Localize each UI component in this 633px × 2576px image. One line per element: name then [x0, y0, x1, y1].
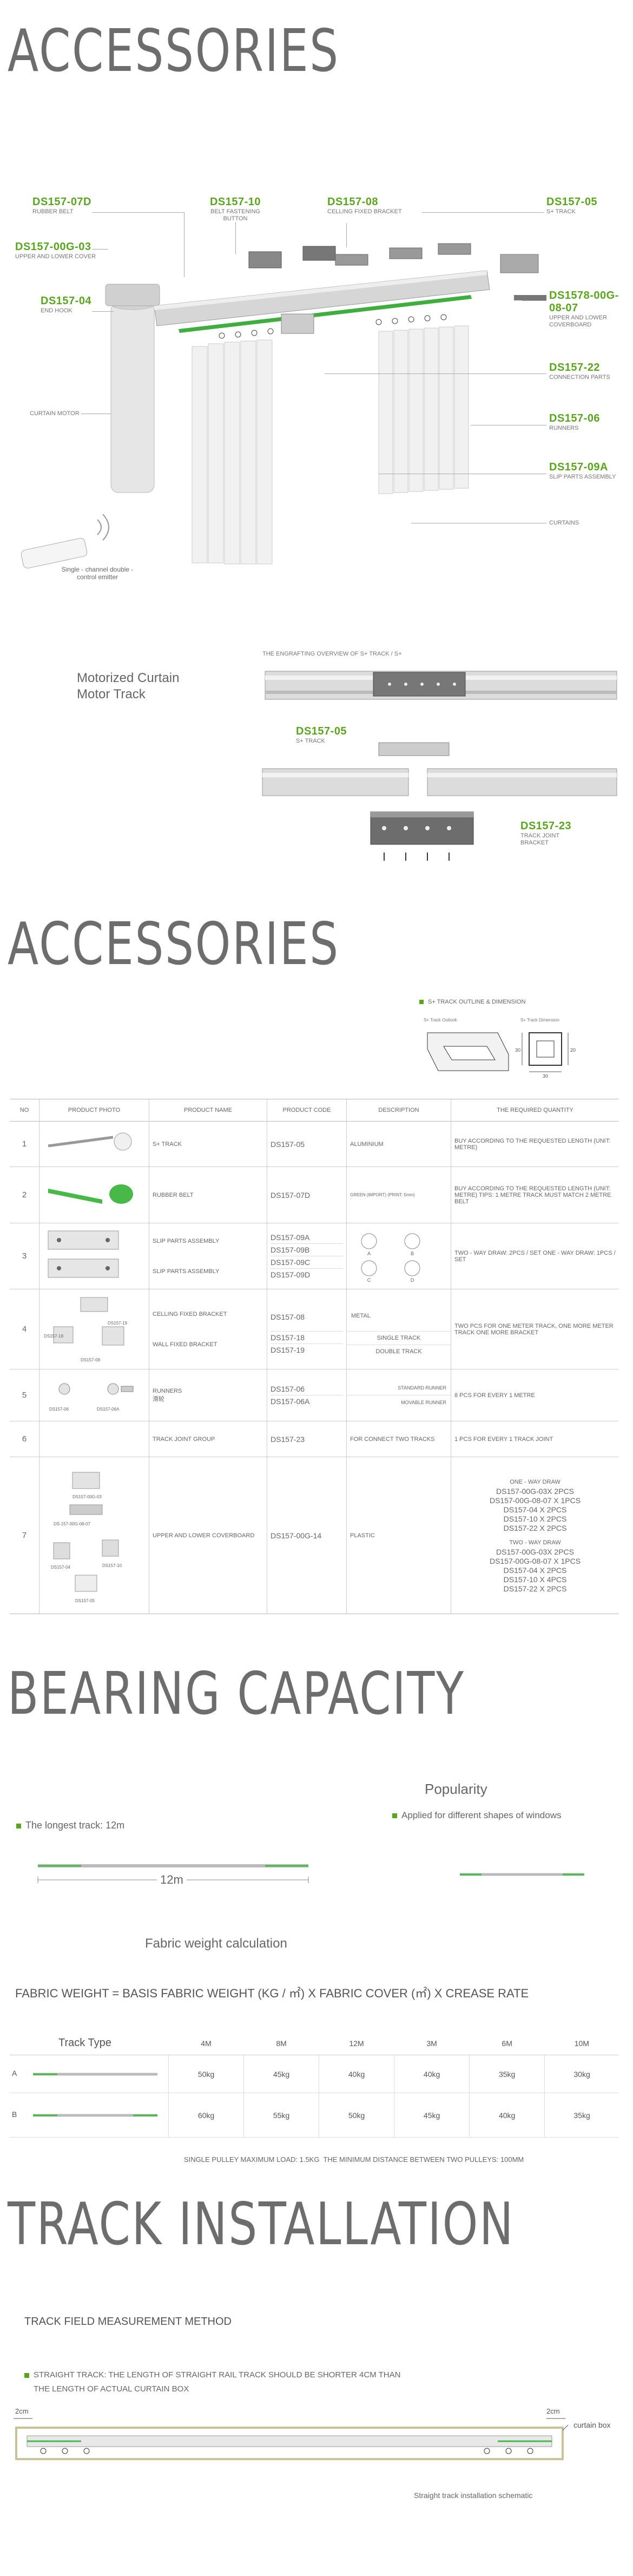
capacity-note: SINGLE PULLEY MAXIMUM LOAD: 1.5KG THE MI… [184, 2155, 524, 2164]
install-title: TRACK INSTALLATION [8, 2191, 515, 2258]
col-qty: THE REQUIRED QUANTITY [451, 1099, 619, 1122]
callout-curtain-motor: CURTAIN MOTOR [30, 410, 80, 417]
cap-header-12m: 12M [319, 2031, 394, 2055]
callout-ds157-00g-03: DS157-00G-03 UPPER AND LOWER COVER [15, 241, 96, 260]
slip-label-a: A [367, 1251, 371, 1256]
bracket-label-19: DS157-19 [108, 1321, 128, 1326]
callout-ds1578: DS1578-00G-08-07 UPPER AND LOWER COVERBO… [549, 290, 619, 328]
slip-label-b: B [411, 1251, 414, 1256]
table-row: 1 S+ TRACK DS157-05 ALUMINIUM BUY ACCORD… [10, 1121, 619, 1167]
table-row: 4 DS157-18 DS157-19 DS157-08 CELLING FIX… [10, 1289, 619, 1369]
overview-caption: THE ENGRAFTING OVERVIEW OF S+ TRACK / S+ [262, 651, 402, 657]
cover-label-10: DS157-10 [102, 1563, 122, 1568]
table-row: 6 TRACK JOINT GROUP DS157-23 FOR CONNECT… [10, 1421, 619, 1457]
table-row: 2 RUBBER BELT DS157-07D GREEN (IMPORT) (… [10, 1166, 619, 1223]
cap-header-6m: 6M [469, 2031, 545, 2055]
right-dim: 2cm [546, 2407, 560, 2415]
installation-schematic [14, 2418, 569, 2460]
cover-label-05: DS157-05 [75, 1598, 95, 1603]
bracket-label-08: DS157-08 [81, 1358, 101, 1362]
table-row: 7 DS157-00G-03 DS-157-00G-08-07 DS157-04… [10, 1457, 619, 1614]
track-outline-drawing [427, 1032, 569, 1072]
bracket-label-18: DS157-18 [44, 1334, 64, 1339]
cap-header-4m: 4M [168, 2031, 244, 2055]
straight-track-text: STRAIGHT TRACK: THE LENGTH OF STRAIGHT R… [24, 2368, 400, 2396]
dim-w: 30 [543, 1073, 549, 1079]
outline-heading: S+ TRACK OUTLINE & DIMENSION [419, 999, 525, 1005]
overview-callout-ds157-23: DS157-23 TRACK JOINT BRACKET [520, 820, 572, 846]
col-photo: PRODUCT PHOTO [39, 1099, 149, 1122]
capacity-table: Track Type 4M 8M 12M 3M 6M 10M A 50kg 45… [10, 2031, 619, 2138]
runner-label-06: DS157-06 [49, 1407, 69, 1412]
col-desc: DESCRIPTION [346, 1099, 451, 1122]
runners-photo: DS157-06 DS157-06A [49, 1383, 134, 1412]
col-name: PRODUCT NAME [149, 1099, 267, 1122]
schematic-caption: Straight track installation schematic [414, 2491, 533, 2500]
belt-photo [48, 1184, 133, 1204]
callout-ds157-09a: DS157-09A SLIP PARTS ASSEMBLY [549, 461, 616, 480]
callout-emitter: Single - channel double - control emitte… [61, 566, 134, 581]
longest-track-text: The longest track: 12m [16, 1820, 124, 1831]
accessories-title: ACCESSORIES [8, 17, 340, 85]
callout-ds157-10: DS157-10 BELT FASTENING BUTTON [209, 196, 261, 222]
table-row: A 50kg 45kg 40kg 40kg 35kg 30kg [10, 2055, 619, 2093]
coverboard-photo: DS157-00G-03 DS-157-00G-08-07 DS157-04 D… [51, 1472, 122, 1603]
slip-parts-photo [48, 1230, 119, 1278]
popularity-title: Popularity [425, 1781, 487, 1797]
cover-label-08: DS-157-00G-08-07 [54, 1522, 91, 1526]
bearing-title: BEARING CAPACITY [8, 1660, 465, 1728]
curtain-box-label: curtain box [573, 2421, 611, 2429]
dim-side: 20 [570, 1047, 576, 1053]
outline-right-caption: S+ Track Dimension [520, 1018, 559, 1022]
cover-label-04: DS157-04 [51, 1565, 71, 1570]
measurement-method-title: TRACK FIELD MEASUREMENT METHOD [24, 2316, 232, 2328]
motorized-track-text: Motorized Curtain Motor Track [77, 671, 180, 702]
bracket-photo: DS157-18 DS157-19 DS157-08 [44, 1297, 128, 1362]
fabric-title: Fabric weight calculation [145, 1936, 287, 1951]
col-no: NO [10, 1099, 39, 1122]
callout-ds157-06: DS157-06 RUNNERS [549, 412, 601, 431]
callout-ds157-07d: DS157-07D RUBBER BELT [32, 196, 92, 215]
slip-label-d: D [411, 1277, 414, 1282]
callout-ds157-08: DS157-08 CELLING FIXED BRACKET [327, 196, 402, 215]
table-row: B 60kg 55kg 50kg 45kg 40kg 35kg [10, 2093, 619, 2138]
cap-header-10m: 10M [544, 2031, 619, 2055]
popularity-text: Applied for different shapes of windows [392, 1810, 561, 1821]
fabric-formula: FABRIC WEIGHT = BASIS FABRIC WEIGHT (KG … [15, 1987, 529, 2000]
track-length-label: 12m [157, 1873, 187, 1887]
runner-label-06a: DS157-06A [97, 1407, 120, 1412]
track-overview-diagram [262, 671, 617, 861]
callout-ds157-05: DS157-05 S+ TRACK [546, 196, 598, 215]
callout-curtains: CURTAINS [549, 520, 579, 526]
col-code: PRODUCT CODE [267, 1099, 347, 1122]
popularity-track-drawing [460, 1873, 584, 1876]
left-dim: 2cm [15, 2407, 29, 2415]
outline-left-caption: S+ Track Outlook [424, 1018, 457, 1022]
slip-parts-drawing: A B C D [361, 1233, 420, 1283]
cap-header-3m: 3M [394, 2031, 470, 2055]
dim-h: 30 [515, 1047, 521, 1053]
slip-label-c: C [367, 1277, 371, 1282]
exploded-track-diagram [21, 243, 546, 569]
track-photo [48, 1132, 132, 1151]
callout-ds157-04: DS157-04 END HOOK [41, 295, 92, 314]
track-type-a-drawing [32, 2073, 157, 2075]
callout-ds157-22: DS157-22 CONNECTION PARTS [549, 362, 610, 381]
overview-callout-ds157-05: DS157-05 S+ TRACK [296, 725, 347, 744]
cap-header-type: Track Type [10, 2031, 169, 2055]
track-type-b-drawing [32, 2114, 157, 2116]
cap-header-8m: 8M [243, 2031, 319, 2055]
cover-label-03: DS157-00G-03 [72, 1495, 102, 1499]
accessories-table: NO PRODUCT PHOTO PRODUCT NAME PRODUCT CO… [10, 1099, 619, 1614]
accessories-title-2: ACCESSORIES [8, 910, 340, 978]
